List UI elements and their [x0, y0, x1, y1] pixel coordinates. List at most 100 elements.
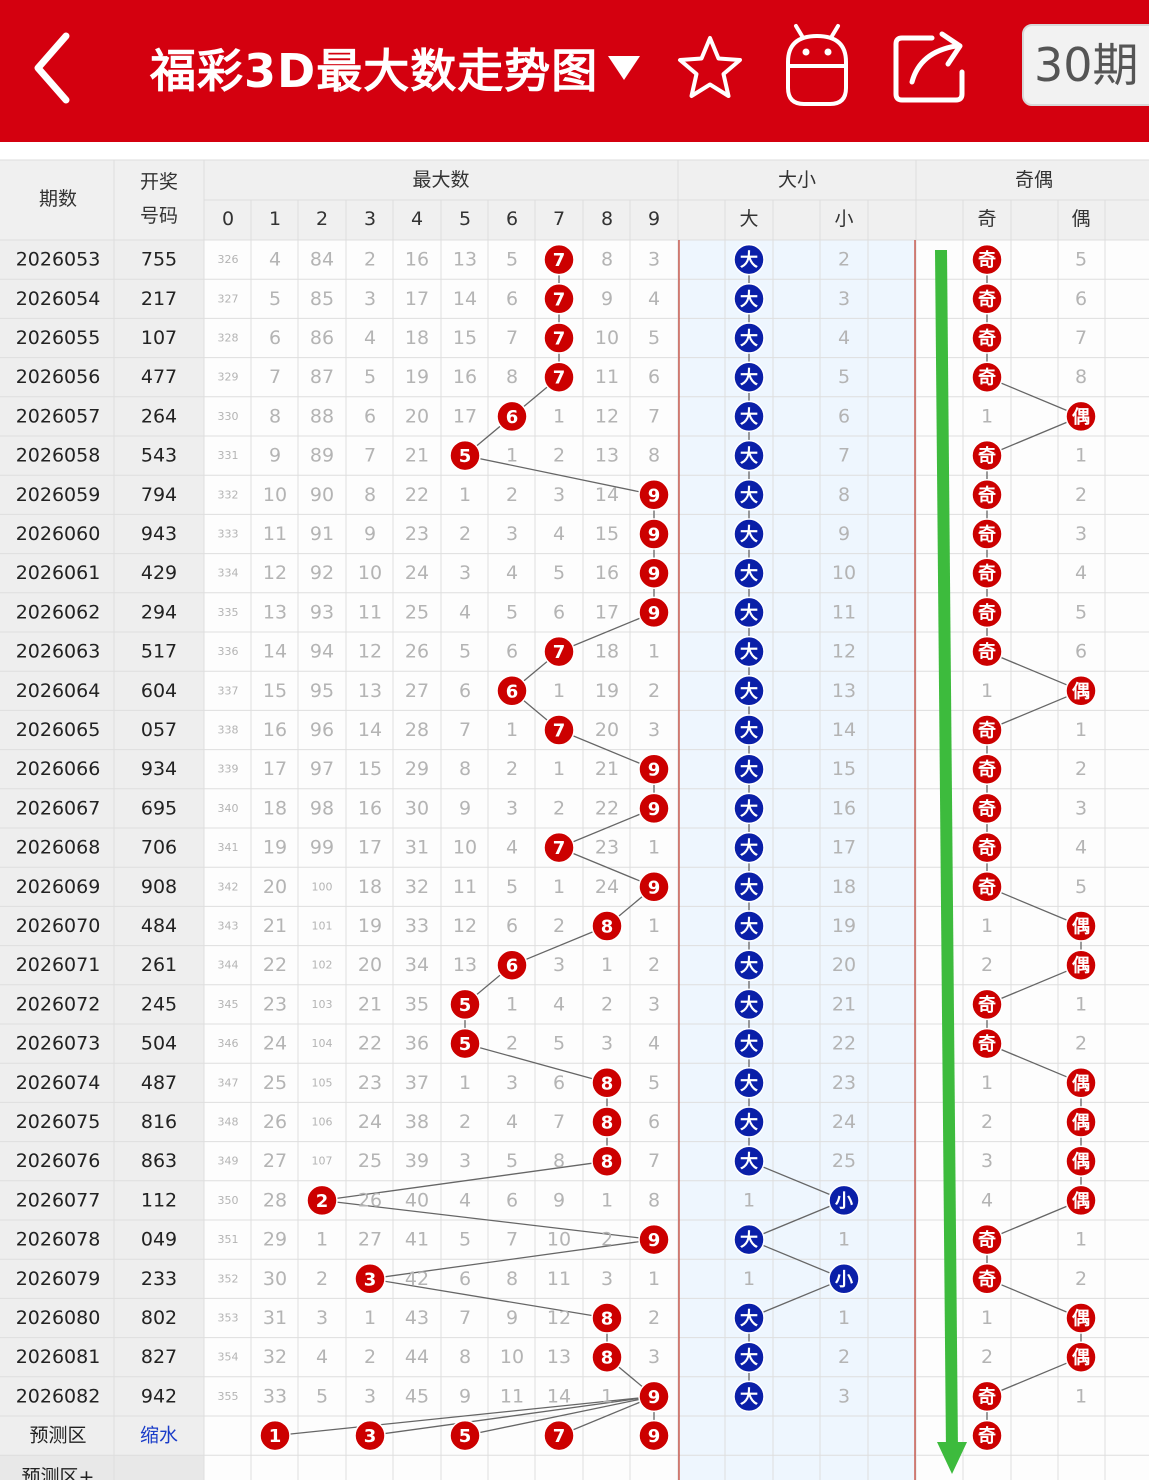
- miss-count-cell: 5: [506, 249, 518, 271]
- max-trend-line: [558, 729, 655, 770]
- miss-count-cell: 1: [648, 837, 660, 859]
- size-ball-label: 大: [740, 720, 758, 742]
- miss-count-cell: 1: [601, 1189, 613, 1211]
- digit-column-header: 3: [364, 208, 376, 230]
- miss-count-cell: 98: [310, 797, 334, 819]
- miss-count-cell: 94: [310, 641, 334, 663]
- small-miss-cell: 14: [832, 719, 856, 741]
- miss-count-cell: 91: [310, 523, 334, 545]
- parity-trend-line: [986, 690, 1082, 731]
- miss-count-cell: 3: [459, 562, 471, 584]
- max-trend-line: [369, 1278, 608, 1319]
- size-ball: [733, 1145, 765, 1177]
- odd-column-header: 奇: [977, 208, 996, 230]
- draw-number-cell: 604: [141, 680, 177, 702]
- parity-ball-label: 奇: [978, 1229, 996, 1251]
- miss-count-cell: 28: [263, 1189, 287, 1211]
- miss-count-cell: 1: [506, 993, 518, 1015]
- draw-number-cell: 543: [141, 445, 177, 467]
- miss-count-cell: 85: [310, 288, 334, 310]
- shrink-link[interactable]: 缩水: [140, 1425, 178, 1447]
- draw-number-cell: 049: [141, 1229, 177, 1251]
- miss-count-cell: 6: [648, 1111, 660, 1133]
- size-trend-line: [748, 1278, 845, 1319]
- miss-count-cell: 3: [648, 719, 660, 741]
- draw-number-cell: 863: [141, 1150, 177, 1172]
- miss-count-cell: 23: [358, 1072, 382, 1094]
- size-ball: [733, 753, 765, 785]
- dropdown-triangle-icon[interactable]: [606, 52, 642, 84]
- max-digit-ball-label: 7: [553, 721, 566, 742]
- miss-count-cell: 327: [218, 292, 239, 305]
- miss-count-cell: 6: [553, 601, 565, 623]
- share-icon[interactable]: [892, 30, 968, 104]
- miss-count-cell: 6: [506, 288, 518, 310]
- miss-count-cell: 10: [547, 1229, 571, 1251]
- size-ball-label: 大: [740, 367, 758, 389]
- miss-count-cell: 355: [218, 1390, 239, 1403]
- page-title[interactable]: 福彩3D最大数走势图: [150, 44, 599, 98]
- parity-ball-label: 奇: [978, 328, 996, 350]
- period-cell: 2026074: [16, 1072, 101, 1094]
- max-digit-ball-label: 5: [459, 995, 472, 1016]
- miss-count-cell: 95: [310, 680, 334, 702]
- period-cell: 2026054: [16, 288, 101, 310]
- miss-count-cell: 5: [506, 601, 518, 623]
- android-icon[interactable]: [782, 22, 852, 108]
- back-chevron-icon[interactable]: [26, 28, 82, 108]
- spacer: [0, 142, 1149, 160]
- size-ball: [733, 1302, 765, 1334]
- star-icon[interactable]: [676, 34, 744, 102]
- miss-count-cell: 18: [358, 876, 382, 898]
- miss-count-cell: 339: [218, 763, 239, 776]
- parity-ball-label: 偶: [1072, 916, 1090, 938]
- miss-count-cell: 2: [364, 249, 376, 271]
- period-cell: 2026077: [16, 1189, 101, 1211]
- miss-count-cell: 5: [459, 641, 471, 663]
- miss-count-cell: 2: [506, 1033, 518, 1055]
- miss-count-cell: 13: [595, 445, 619, 467]
- miss-count-cell: 6: [269, 327, 281, 349]
- miss-count-cell: 9: [459, 1385, 471, 1407]
- miss-count-cell: 17: [453, 405, 477, 427]
- miss-count-cell: 26: [405, 641, 429, 663]
- parity-ball-label: 偶: [1072, 1347, 1090, 1369]
- parity-ball-label: 奇: [978, 994, 996, 1016]
- miss-count-cell: 25: [358, 1150, 382, 1172]
- draw-number-cell: 755: [141, 249, 177, 271]
- digit-column-header: 4: [411, 208, 423, 230]
- period-select-button[interactable]: 30期: [1022, 24, 1149, 106]
- miss-count-cell: 21: [358, 993, 382, 1015]
- miss-count-cell: 34: [405, 954, 429, 976]
- miss-count-cell: 352: [218, 1272, 239, 1285]
- miss-count-cell: 13: [453, 954, 477, 976]
- miss-count-cell: 2: [601, 993, 613, 1015]
- size-ball-label: 大: [740, 916, 758, 938]
- size-ball: [733, 949, 765, 981]
- draw-number-cell: 264: [141, 405, 177, 427]
- small-miss-cell: 25: [832, 1150, 856, 1172]
- parity-ball: [1065, 949, 1097, 981]
- size-ball: [733, 871, 765, 903]
- small-miss-cell: 3: [838, 1385, 850, 1407]
- miss-count-cell: 7: [506, 1229, 518, 1251]
- parity-trend-line: [986, 886, 1082, 927]
- parity-ball-label: 奇: [978, 249, 996, 271]
- period-cell: 2026053: [16, 249, 101, 271]
- parity-trend-line: [986, 651, 1082, 692]
- miss-count-cell: 32: [405, 876, 429, 898]
- parity-ball: [971, 361, 1003, 393]
- parity-ball-label: 奇: [978, 1268, 996, 1290]
- draw-number-cell: 294: [141, 601, 177, 623]
- parity-ball: [971, 831, 1003, 864]
- size-ball: [733, 714, 765, 746]
- parity-ball-label: 奇: [978, 876, 996, 898]
- max-trend-line: [558, 846, 655, 888]
- miss-count-cell: 30: [263, 1268, 287, 1290]
- predict-ball: [354, 1419, 386, 1452]
- small-miss-cell: 6: [838, 405, 850, 427]
- size-ball: [828, 1184, 860, 1217]
- parity-ball: [971, 1263, 1003, 1295]
- miss-count-cell: 24: [358, 1111, 382, 1133]
- miss-count-cell: 8: [601, 249, 613, 271]
